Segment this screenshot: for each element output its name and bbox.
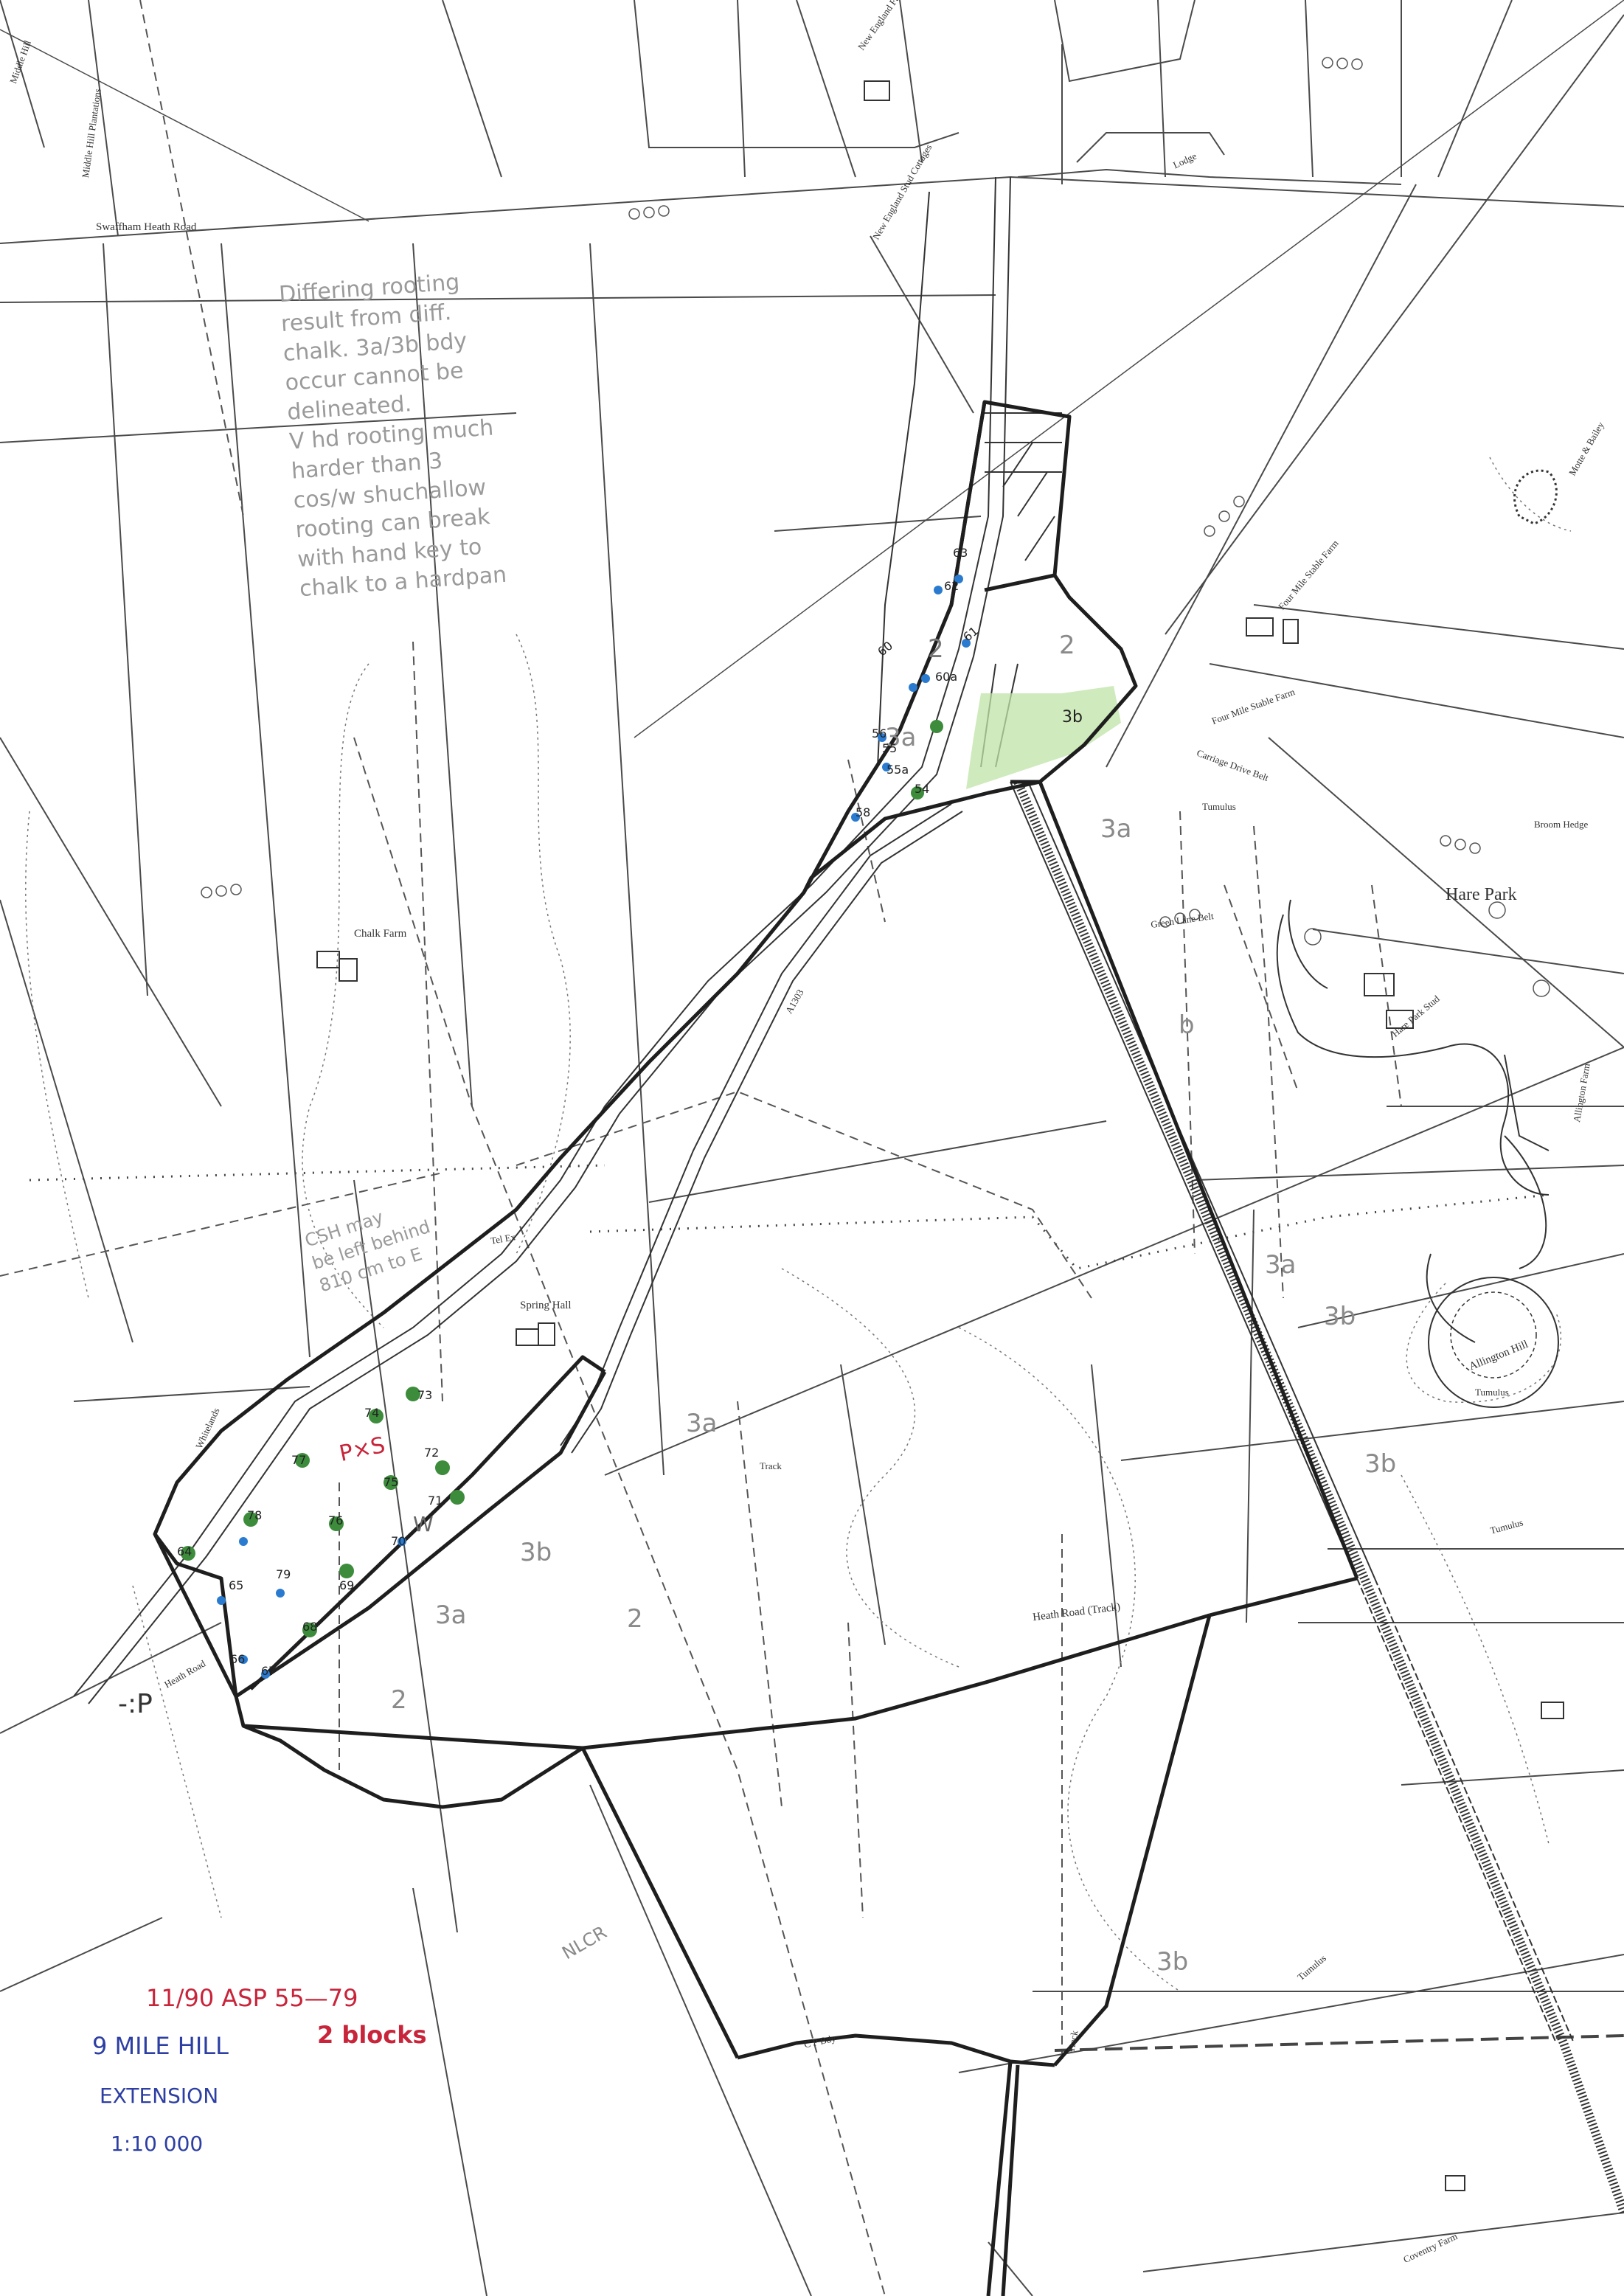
allington-hill-ring-inner xyxy=(1450,1291,1537,1378)
parish-boundaries xyxy=(29,1164,1624,2052)
label-tumulus-1: Tumulus xyxy=(1202,801,1236,812)
annotation-blocks: 2 blocks xyxy=(317,2021,427,2049)
sample-label: 69 xyxy=(339,1578,355,1592)
sample-label: 74 xyxy=(364,1406,380,1420)
sample-label: 56 xyxy=(872,726,887,741)
sample-label: 60a xyxy=(935,670,958,684)
pencil-note-top: Differing rooting result from diff. chal… xyxy=(278,266,507,605)
top-roads xyxy=(634,0,1402,185)
grade-label: 2 xyxy=(391,1685,407,1715)
wet-label: W xyxy=(413,1512,434,1536)
label-track-1: Track xyxy=(760,1460,782,1471)
sample-label: 58 xyxy=(856,805,871,819)
sample-label: 79 xyxy=(276,1567,291,1581)
sample-label: 78 xyxy=(247,1508,263,1522)
grade-label: 2 xyxy=(928,634,944,664)
allington-hill-ring xyxy=(1428,1277,1559,1408)
sample-label: 67 xyxy=(261,1664,277,1678)
label-hare-park: Hare Park xyxy=(1446,885,1517,904)
sample-label: 71 xyxy=(428,1494,443,1508)
annotation-date-ref: 11/90 ASP 55—79 xyxy=(146,1984,358,2012)
sample-label: 68 xyxy=(302,1620,318,1634)
grade-label: 2 xyxy=(1059,631,1075,660)
grade-label: 3b xyxy=(520,1538,552,1567)
label-swaffham-heath-road: Swaffham Heath Road xyxy=(96,221,197,233)
hedge-trees xyxy=(201,57,1550,997)
grade-label: 3a xyxy=(1100,814,1132,844)
grade-label: 3b xyxy=(1062,708,1083,726)
survey-boundary[interactable] xyxy=(153,400,1359,2296)
grade-label: 3a xyxy=(686,1409,718,1438)
sample-label: 62 xyxy=(944,579,960,593)
cp-note: -:P xyxy=(118,1689,153,1719)
grade-label: 3b xyxy=(1324,1302,1356,1331)
sample-points[interactable] xyxy=(181,575,971,1679)
grade-label: 3a xyxy=(1265,1250,1297,1280)
sample-label: 54 xyxy=(915,782,930,796)
grade-label: b xyxy=(1179,1010,1195,1040)
sample-label: 70 xyxy=(391,1534,406,1548)
annotation-site-name: 9 MILE HILL xyxy=(92,2032,229,2060)
sample-label: 65 xyxy=(229,1578,244,1592)
grade-label: 3b xyxy=(1156,1947,1189,1977)
sample-label: 63 xyxy=(953,546,968,560)
sample-label: 75 xyxy=(384,1475,399,1489)
grade-label: 3a xyxy=(435,1600,467,1630)
buildings xyxy=(316,80,1564,2191)
highlight-area xyxy=(966,686,1121,789)
sample-label: 66 xyxy=(230,1652,246,1666)
sample-label: 77 xyxy=(291,1453,307,1467)
sample-label: 55a xyxy=(886,763,909,777)
sample-label: 55 xyxy=(882,741,898,755)
east-roads xyxy=(1276,899,1550,1343)
sample-label: 64 xyxy=(177,1544,192,1558)
sample-label: 72 xyxy=(424,1446,440,1460)
sample-label: 73 xyxy=(417,1388,433,1402)
grade-label: 2 xyxy=(627,1604,643,1634)
grade-label: 3b xyxy=(1364,1449,1397,1479)
contours xyxy=(25,457,1572,1992)
label-spring-hall: Spring Hall xyxy=(520,1300,572,1311)
sample-label: 76 xyxy=(328,1513,344,1527)
a1303-road xyxy=(73,176,1011,1704)
annotation-extension: EXTENSION xyxy=(100,2084,219,2108)
label-broom-hedge: Broom Hedge xyxy=(1534,819,1589,830)
railway-right xyxy=(1010,780,1624,2215)
motte-bailey-symbol xyxy=(1513,469,1558,525)
tracks xyxy=(0,0,1402,2296)
grade-label: 3a xyxy=(885,723,917,752)
annotation-scale: 1:10 000 xyxy=(111,2132,204,2156)
label-chalk-farm: Chalk Farm xyxy=(354,928,407,940)
label-tumulus-4: Tumulus xyxy=(1475,1387,1509,1398)
